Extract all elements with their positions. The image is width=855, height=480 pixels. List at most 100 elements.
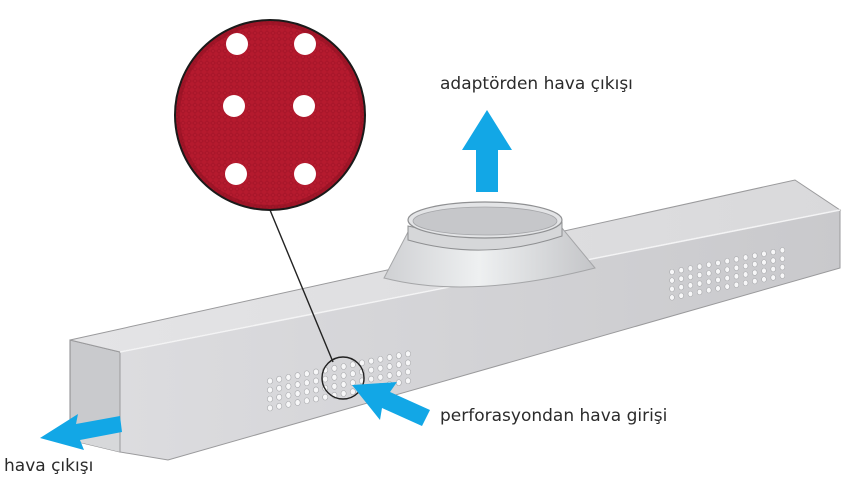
perforation-hole [715,268,721,275]
perforation-hole [669,285,675,293]
perforation-hole [733,273,740,280]
perforation-hole [349,379,356,386]
perforation-hole [386,372,393,379]
perforation-hole [687,265,694,272]
perforation-hole [742,254,749,261]
perforation-hole [779,264,786,271]
perforation-hole [285,401,292,408]
perforation-hole [724,258,730,265]
perforation-hole [687,273,694,280]
perforation-hole [779,247,786,254]
perforation-hole [706,270,712,277]
perforation-hole [359,359,365,367]
perforation-hole [395,370,402,377]
zoom-leader-line [269,209,334,363]
perforation-hole [395,379,402,386]
perforation-hole [696,272,703,279]
perforation-hole [368,366,375,374]
perforation-hole [733,256,740,263]
perforation-hole [267,386,273,394]
perforation-hole [761,267,767,274]
perforation-hole [294,372,301,379]
perforation-hole [276,384,283,392]
perforation-hole [386,363,393,370]
perforation-hole [340,372,347,379]
perforation-hole [395,361,402,368]
perforation-hole [349,370,356,377]
zoom-target-circle [321,356,365,400]
perforation-hole [724,283,730,290]
perforation-hole [742,279,749,287]
label-adapter-outlet: adaptörden hava çıkışı [440,74,633,94]
perforation-hole [742,271,749,278]
perforation-hole [669,268,675,276]
perforation-hole [313,368,319,376]
perforation-hole [303,379,310,387]
perforation-hole [294,381,301,388]
perforation-hole [779,272,786,279]
perforation-hole [752,252,758,259]
perforation-hole [267,395,273,403]
perforation-hole [285,392,292,399]
perforation-hole [331,365,338,372]
perforation-hole [313,377,319,385]
perforation-hole [742,262,749,270]
perforation-hole [696,289,703,296]
perforation-hole [733,281,740,288]
perforation-hole [322,393,329,401]
perforation-hole [276,393,283,401]
perforation-hole [724,275,730,282]
perforation-hole [276,375,283,383]
perforation-hole [687,282,694,289]
perforation-hole [752,269,758,276]
perforation-hole [303,388,310,396]
perforation-hole [386,354,393,361]
perforation-hole [770,257,776,264]
perforation-hole [405,377,411,385]
perforation-hole [285,374,292,381]
perforation-hole [733,264,740,271]
adapter-opening-inner [412,206,558,236]
fabric-magnifier [174,19,366,211]
perforation-hole [349,361,356,368]
perforation-hole [340,390,347,397]
perforation-hole [770,266,776,273]
perforation-hole [715,259,721,266]
arrow-left-outlet-icon [40,414,122,450]
perforation-hole [395,352,402,359]
perforation-hole [294,390,301,397]
perforation-hole [294,399,301,406]
perforation-hole [368,375,375,383]
perforation-hole [267,404,273,412]
perforation-hole [405,350,411,358]
perforation-hole [405,368,411,376]
perforation-hole [313,386,319,394]
perforation-hole [761,259,767,266]
arrow-up-outlet-icon [462,110,512,192]
perforation-hole [752,278,758,285]
perforation-hole [377,364,384,372]
perforation-hole [313,395,319,403]
perforation-hole [303,370,310,378]
perforation-hole [706,261,712,268]
perforation-hole [669,294,675,301]
label-perforation-inlet: perforasyondan hava girişi [440,406,668,426]
perforation-hole [770,249,776,256]
perforation-hole [678,292,684,299]
perforation-hole [678,275,684,282]
perforation-hole [761,250,767,257]
perforation-hole [303,397,310,405]
perforation-hole [377,373,384,381]
perforation-hole [696,280,703,287]
perforation-hole [340,363,347,370]
perforation-hole [405,359,411,367]
fabric-perforation-dots [223,33,316,185]
perforation-hole [331,383,338,390]
perforation-holes-right [669,247,786,301]
perforation-hole [322,375,329,383]
perforation-hole [267,377,273,385]
perforation-hole [752,261,758,268]
label-duct-outlet: hava çıkışı [4,456,94,476]
perforation-hole [706,287,712,294]
